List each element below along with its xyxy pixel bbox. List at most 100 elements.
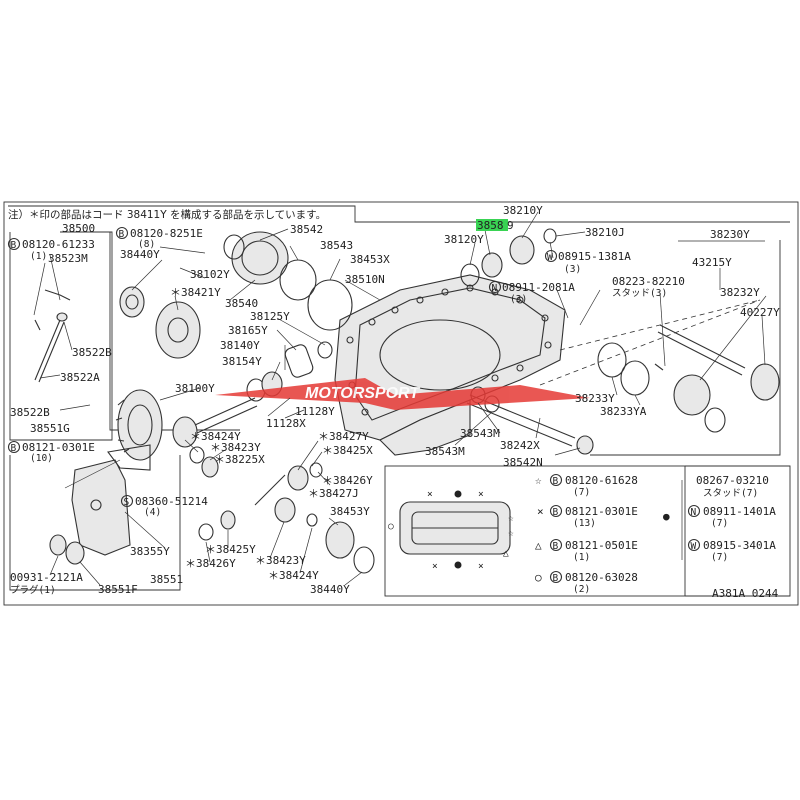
legend: ☆ B 08120-61628 (7) × B 08121-0301E (13)…	[535, 473, 776, 595]
label-38551G[interactable]: 38551G	[30, 422, 70, 435]
bolt-symbol-2-letter: B	[119, 229, 125, 240]
label-08915-1381A[interactable]: 08915-1381A	[558, 250, 631, 263]
label-38543M-a[interactable]: 38543M	[460, 427, 500, 440]
marker-star-1: ☆	[508, 513, 514, 524]
label-38210Y[interactable]: 38210Y	[503, 204, 543, 217]
label-38440Y-bot[interactable]: 38440Y	[310, 583, 350, 596]
label-38423Y-a[interactable]: ＊38423Y	[210, 441, 261, 454]
legend-star-part[interactable]: 08120-61628	[565, 474, 638, 487]
cover-bolt-pattern	[399, 501, 511, 555]
diff-case	[119, 286, 201, 359]
bolt-symbol-letter: B	[11, 240, 17, 251]
legend-w-qty: (7)	[711, 552, 728, 563]
label-38210J[interactable]: 38210J	[585, 226, 625, 239]
label-38154Y[interactable]: 38154Y	[222, 355, 262, 368]
label-38427Y[interactable]: ＊38427Y	[318, 430, 369, 443]
label-38510N[interactable]: 38510N	[345, 273, 385, 286]
label-38453Y[interactable]: 38453Y	[330, 505, 370, 518]
label-38522B-a[interactable]: 38522B	[72, 346, 112, 359]
label-38140Y[interactable]: 38140Y	[220, 339, 260, 352]
label-38423Y-b[interactable]: ＊38423Y	[255, 554, 306, 567]
label-38540[interactable]: 38540	[225, 297, 258, 310]
legend-tri-part[interactable]: 08121-0501E	[565, 539, 638, 552]
label-38426Y-b[interactable]: ＊38426Y	[185, 557, 236, 570]
label-38165Y[interactable]: 38165Y	[228, 324, 268, 337]
label-08223-82210[interactable]: 08223-82210	[612, 275, 685, 288]
label-38230Y[interactable]: 38230Y	[710, 228, 750, 241]
label-08120-8251E[interactable]: 08120-8251E	[130, 227, 203, 240]
label-38523M[interactable]: 38523M	[48, 252, 88, 265]
legend-circ-qty: (2)	[573, 584, 590, 595]
legend-x-part[interactable]: 08121-0301E	[565, 505, 638, 518]
washer-symbol-letter: W	[547, 252, 553, 263]
label-38551F[interactable]: 38551F	[98, 583, 138, 596]
legend-x-qty: (13)	[573, 518, 596, 529]
label-08911-2081A[interactable]: 08911-2081A	[502, 281, 575, 294]
label-38543M-b[interactable]: 38543M	[425, 445, 465, 458]
legend-circ-part[interactable]: 08120-63028	[565, 571, 638, 584]
label-11128X[interactable]: 11128X	[266, 417, 306, 430]
label-40227Y[interactable]: 40227Y	[740, 306, 780, 319]
label-38424Y-b[interactable]: ＊38424Y	[268, 569, 319, 582]
label-38542[interactable]: 38542	[290, 223, 323, 236]
label-38242X[interactable]: 38242X	[500, 439, 540, 452]
label-08120-61233[interactable]: 08120-61233	[22, 238, 95, 251]
label-38100Y[interactable]: 38100Y	[175, 382, 215, 395]
label-38425Y[interactable]: ＊38425Y	[205, 543, 256, 556]
drain-plug	[49, 534, 85, 565]
highlight-marker	[476, 219, 508, 231]
label-38551[interactable]: 38551	[150, 573, 183, 586]
marker-x-1: ×	[427, 489, 433, 500]
label-08121-0301E[interactable]: 08121-0301E	[22, 441, 95, 454]
label-38421Y[interactable]: ＊38421Y	[170, 286, 221, 299]
nut-symbol-letter: N	[492, 283, 498, 294]
bolt-symbol-3	[7, 440, 21, 454]
ring-gear	[115, 389, 163, 461]
label-38427J[interactable]: ＊38427J	[308, 487, 359, 500]
label-38232Y[interactable]: 38232Y	[720, 286, 760, 299]
assembly-note: 注）＊印の部品はコード 38411Y を構成する部品を示しています。	[8, 208, 326, 221]
group-frame-38230Y	[590, 240, 781, 456]
legend-star-symbol: ☆	[535, 474, 542, 487]
diagram-frame	[3, 201, 799, 606]
label-43215Y[interactable]: 43215Y	[692, 256, 732, 269]
qty-08360-51214: (4)	[144, 507, 161, 518]
legend-w-part[interactable]: 08915-3401A	[703, 539, 776, 552]
label-38542N[interactable]: 38542N	[503, 456, 543, 469]
legend-nut-letter: N	[691, 507, 697, 518]
label-38453X[interactable]: 38453X	[350, 253, 390, 266]
leader-lines	[33, 211, 767, 586]
label-38355Y[interactable]: 38355Y	[130, 545, 170, 558]
label-38522B-b[interactable]: 38522B	[10, 406, 50, 419]
label-38543[interactable]: 38543	[320, 239, 353, 252]
marker-x-3: ×	[432, 561, 438, 572]
legend-n-part[interactable]: 08911-1401A	[703, 505, 776, 518]
legend-star-bolt-symbol	[549, 473, 563, 487]
legend-dot-symbol: ●	[663, 510, 670, 523]
qty-08120-8251E: (8)	[138, 239, 155, 250]
label-11128Y[interactable]: 11128Y	[295, 405, 335, 418]
drive-pinion	[172, 397, 258, 448]
label-38225X[interactable]: ＊38225X	[214, 453, 265, 466]
label-38120Y[interactable]: 38120Y	[444, 233, 484, 246]
label-38102Y[interactable]: 38102Y	[190, 268, 230, 281]
legend-stud-part[interactable]: 08267-03210	[696, 474, 769, 487]
label-38500[interactable]: 38500	[62, 222, 95, 235]
label-38522A[interactable]: 38522A	[60, 371, 100, 384]
label-highlighted-part[interactable]: 3858	[477, 219, 504, 232]
legend-tri-bolt-letter: B	[553, 541, 559, 552]
label-38424Y-a[interactable]: ＊38424Y	[190, 430, 241, 443]
group-frame-38500	[9, 231, 113, 441]
legend-nut-symbol	[687, 504, 701, 518]
label-08360-51214[interactable]: 08360-51214	[135, 495, 208, 508]
label-00931-2121A[interactable]: 00931-2121A	[10, 571, 83, 584]
label-38233YA[interactable]: 38233YA	[600, 405, 647, 418]
label-38426Y-a[interactable]: ＊38426Y	[322, 474, 373, 487]
label-38425X[interactable]: ＊38425X	[322, 444, 373, 457]
label-38125Y[interactable]: 38125Y	[250, 310, 290, 323]
legend-circ-bolt-symbol	[549, 570, 563, 584]
label-38440Y-top[interactable]: 38440Y	[120, 248, 160, 261]
legend-x-symbol: ×	[537, 505, 544, 518]
diagram-code: A381A 0244	[712, 587, 779, 600]
label-38233Y[interactable]: 38233Y	[575, 392, 615, 405]
